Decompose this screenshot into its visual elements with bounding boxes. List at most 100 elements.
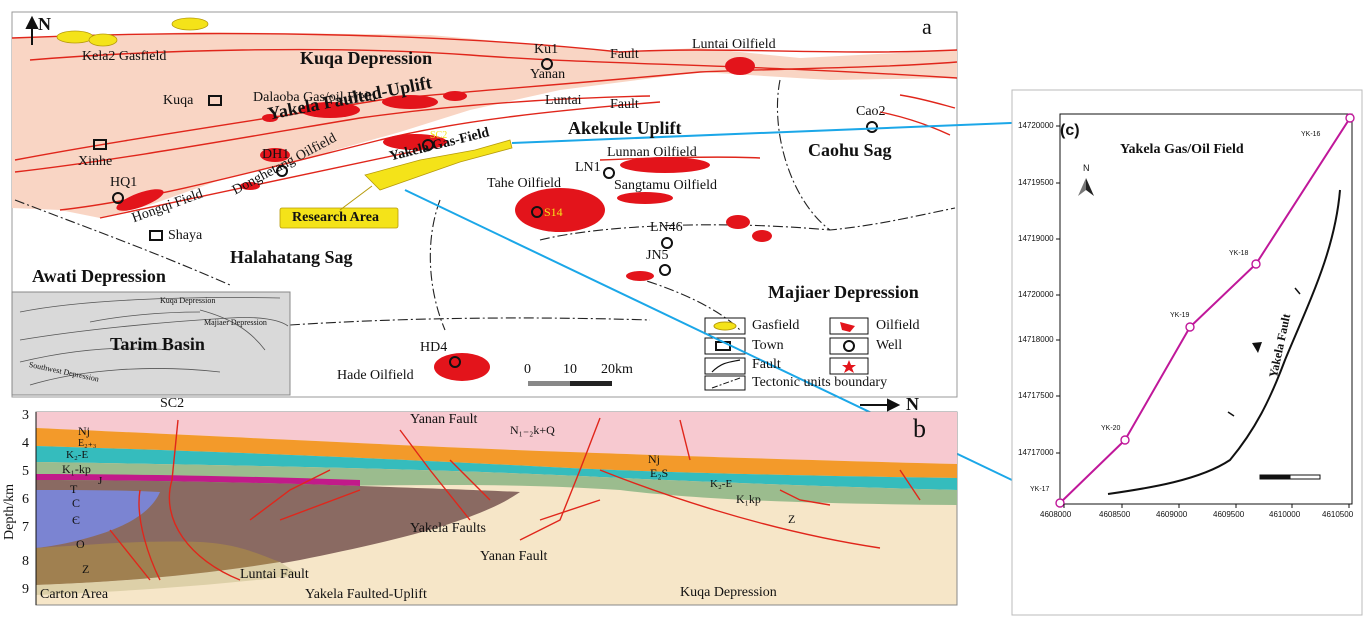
kuqa-section-label: Kuqa Depression [680,585,777,600]
kuqa-town-label: Kuqa [163,93,194,108]
inset-majiaer-label: Majiaer Depression [204,318,267,327]
x-tick-4: 4610000 [1269,510,1301,519]
depth-tick-9: 9 [22,582,29,597]
cao2-label: Cao2 [856,104,886,119]
layer-es: E₂S [650,466,669,480]
y-tick-0: 14720000 [1018,121,1054,130]
well-yk17: YK-17 [1030,486,1050,493]
yanan-label: Yanan [530,67,566,82]
y-tick-1: 14719500 [1018,178,1054,187]
inset-tarim-label: Tarim Basin [110,334,205,354]
north-label-c: N [1083,163,1090,173]
lunnan-label: Lunnan Oilfield [607,145,697,160]
sangtamu-label: Sangtamu Oilfield [614,178,718,193]
well-yk16: YK-16 [1301,131,1321,138]
legend-town: Town [752,338,784,353]
fault-label-1: Fault [610,47,639,62]
well-yk19: YK-19 [1170,312,1190,319]
well-yk18: YK-18 [1229,250,1249,257]
sc2-section-label: SC2 [160,396,185,411]
fault-label-2: Fault [610,97,639,112]
panel-b-letter: b [913,414,926,443]
depth-tick-8: 8 [22,554,29,569]
x-tick-3: 4609500 [1213,510,1245,519]
y-tick-4: 14718000 [1018,335,1054,344]
layer-k2e: K₂-E [66,449,89,461]
majiaer-label: Majiaer Depression [768,282,919,302]
depth-tick-5: 5 [22,464,29,479]
layer-cambrian: Є [72,513,80,527]
depth-tick-4: 4 [22,436,29,451]
xinhe-label: Xinhe [78,154,113,169]
dalaoba-label: Dalaoba Gas/oil Field [253,90,376,105]
kela2-label: Kela2 Gasfield [82,49,167,64]
scale-bar [528,381,612,386]
hq1-label: HQ1 [110,175,138,190]
carton-area-label: Carton Area [40,587,109,602]
layer-z2: Z [788,512,796,526]
kuqa-depression-label: Kuqa Depression [300,48,433,68]
y-tick-2: 14719000 [1018,234,1054,243]
yakela-faults-label: Yakela Faults [410,521,486,536]
layer-nj2: Nj [648,452,660,466]
oilfields [116,57,772,381]
layer-kkp2: K₁kp [736,492,761,506]
layer-t: T [70,482,78,496]
north-label-a: N [38,14,51,34]
yanan-fault-label: Yanan Fault [480,549,548,564]
kuqa-depression-band [12,32,957,218]
dh1-label: DH1 [262,147,290,162]
y-tick-3: 14720000 [1018,290,1054,299]
fault-lines [11,32,958,219]
x-tick-5: 4610500 [1322,510,1354,519]
shaya-label: Shaya [168,228,203,243]
caohu-label: Caohu Sag [808,140,892,160]
gasfields [56,17,513,229]
layer-e1: E₂₊₃ [78,438,97,449]
awati-label: Awati Depression [32,266,166,286]
jn5-label: JN5 [646,248,669,263]
halahatang-label: Halahatang Sag [230,247,353,267]
well-yk20: YK-20 [1101,425,1121,432]
legend-gasfield: Gasfield [752,318,800,333]
s14-label: S14 [544,205,563,219]
depth-axis-label: Depth/km [2,484,17,540]
layer-o: O [76,537,85,551]
research-area-label: Research Area [292,210,379,225]
scale-0: 0 [524,362,531,377]
towns [93,95,222,241]
scale-10: 10 [563,362,577,377]
yakela-uplift-section-label: Yakela Faulted-Uplift [305,587,427,602]
ku1-label: Ku1 [534,42,559,57]
luntai-oilfield-label: Luntai Oilfield [692,37,776,52]
layer-j: J [98,475,103,487]
layer-nj: Nj [78,424,90,438]
sc2-well-label: SC2 [430,130,448,141]
y-tick-5: 14717500 [1018,391,1054,400]
legend-fault: Fault [752,357,781,372]
wells [112,58,878,368]
legend-well: Well [876,338,903,353]
yanan-fault-top-label: Yanan Fault [410,412,478,427]
x-tick-2: 4609000 [1156,510,1188,519]
panel-c-letter: (c) [1060,122,1080,139]
layer-kkp: K₁-kp [62,462,91,476]
y-tick-6: 14717000 [1018,448,1054,457]
hd4-label: HD4 [420,340,448,355]
ln46-label: LN46 [650,220,683,235]
panel-c-title: Yakela Gas/Oil Field [1120,142,1244,157]
tahe-label: Tahe Oilfield [487,176,562,191]
hade-label: Hade Oilfield [337,368,414,383]
depth-tick-6: 6 [22,492,29,507]
legend-symbols [704,317,869,391]
x-tick-0: 4608000 [1040,510,1072,519]
luntai-fault-label: Luntai [545,93,582,108]
luntai-fault-section-label: Luntai Fault [240,567,309,582]
north-arrow-a [25,15,39,45]
scale-20: 20km [601,362,633,377]
layer-nq: N₁₋₂k+Q [510,423,555,437]
depth-tick-7: 7 [22,520,29,535]
legend-oilfield: Oilfield [876,318,920,333]
x-tick-1: 4608500 [1099,510,1131,519]
